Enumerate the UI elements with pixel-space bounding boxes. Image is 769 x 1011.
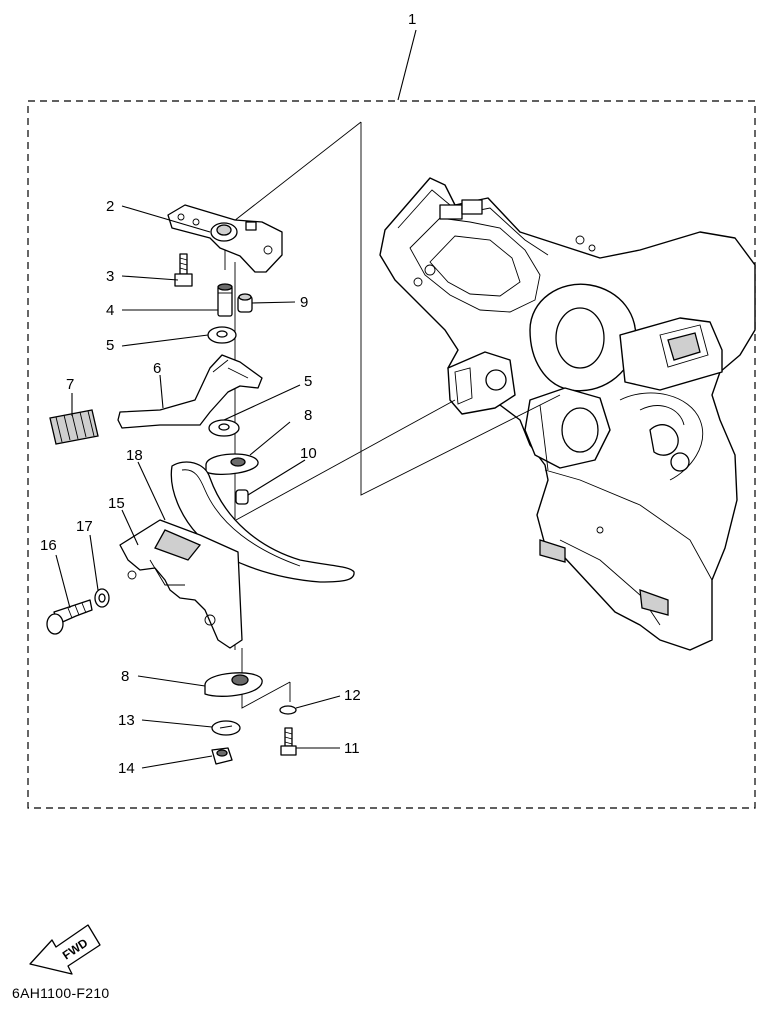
part-8-plate-b: [204, 672, 263, 697]
callout-8a: 8: [304, 407, 312, 424]
part-14-nut: [211, 747, 233, 765]
callout-1: 1: [408, 11, 416, 28]
part-16-bolt: [46, 599, 93, 635]
part-13-plate: [211, 720, 241, 736]
document-code: 6AH1100-F210: [12, 985, 110, 1001]
callout-4: 4: [106, 302, 114, 319]
callout-17: 17: [76, 518, 93, 535]
part-4-collar: [217, 283, 233, 317]
callout-labels: 1 2 3 4 5 6 7 9 5 8 10 18 15 17 16 8 12 …: [40, 11, 416, 777]
callout-9: 9: [300, 294, 308, 311]
callout-5a: 5: [106, 337, 114, 354]
part-10-spacer: [235, 489, 249, 505]
assembly-frame: [27, 100, 756, 809]
callout-5b: 5: [304, 373, 312, 390]
callout-15: 15: [108, 495, 125, 512]
callout-3: 3: [106, 268, 114, 285]
callout-10: 10: [300, 445, 317, 462]
callout-leaders: [55, 29, 417, 769]
assembly-guide-lines: [224, 121, 561, 709]
callout-8b: 8: [121, 668, 129, 685]
part-15-bracket: [119, 519, 243, 649]
callout-16: 16: [40, 537, 57, 554]
callout-12: 12: [344, 687, 361, 704]
callout-11: 11: [344, 740, 360, 757]
part-3-bolt: [174, 253, 193, 287]
part-8-plate-a: [205, 453, 259, 475]
callout-18: 18: [126, 447, 143, 464]
fwd-arrow-icon: FWD: [29, 924, 101, 975]
callout-7: 7: [66, 376, 74, 393]
callout-13: 13: [118, 712, 135, 729]
callout-2: 2: [106, 198, 114, 215]
part-2-plate: [167, 204, 283, 273]
part-9-bushing: [237, 293, 253, 313]
part-11-screw: [280, 727, 297, 756]
part-12-washer: [279, 705, 297, 715]
callout-6: 6: [153, 360, 161, 377]
part-7-grip: [49, 409, 99, 445]
outboard-bracket-assembly: [379, 177, 756, 651]
part-6-lever: [117, 354, 263, 429]
callout-14: 14: [118, 760, 135, 777]
